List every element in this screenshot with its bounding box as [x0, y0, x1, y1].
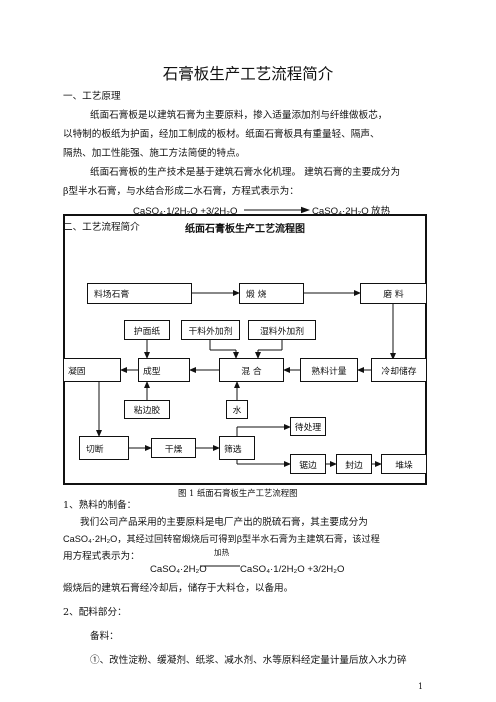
- node-grind: 磨 料: [360, 283, 427, 304]
- paragraph-line: 用方程式表示为：: [63, 551, 140, 562]
- node-cutting: 切断: [79, 436, 129, 460]
- flowchart-title: 纸面石膏板生产工艺流程图: [185, 224, 305, 235]
- node-forming: 成型: [138, 358, 190, 382]
- reaction-arrow: [200, 565, 240, 567]
- page-title: 石膏板生产工艺流程简介: [162, 65, 334, 83]
- equation-right: CaSO₄·1/2H₂O +3/2H₂O: [240, 564, 345, 575]
- node-mixing: 混 合: [219, 358, 284, 382]
- section-heading: 一、工艺原理: [63, 91, 121, 102]
- node-edge-glue: 粘边胶: [124, 400, 170, 419]
- node-pending: 待处理: [290, 417, 326, 436]
- node-water: 水: [226, 400, 248, 419]
- reaction-arrow: [244, 206, 310, 214]
- figure-caption: 图 1 纸面石膏板生产工艺流程图: [178, 488, 298, 498]
- node-facing-paper: 护面纸: [124, 320, 170, 340]
- node-solidify: 凝固: [63, 358, 121, 382]
- paragraph-line: 隔热、加工性能强、施工方法简便的特点。: [63, 148, 246, 159]
- node-screening: 筛选: [219, 436, 255, 460]
- equation-note: 放热: [371, 206, 391, 217]
- equation-condition: 加热: [214, 548, 230, 557]
- item-subheading: 备料：: [90, 631, 119, 642]
- flowchart-frame: [63, 214, 427, 485]
- paragraph-line: 纸面石膏板的生产技术是基于建筑石膏水化机理。 建筑石膏的主要成分为: [90, 167, 401, 178]
- node-calcine: 煅 烧: [239, 283, 304, 304]
- paragraph-line: β型半水石膏，与水结合形成二水石膏，方程式表示为：: [63, 186, 299, 197]
- page-number: 1: [418, 682, 424, 691]
- paragraph-line: CaSO₄·2H₂O，其经过回转窑煅烧后可得到β型半水石膏为主建筑石膏，该过程: [63, 534, 380, 544]
- node-yard-gypsum: 料场石膏: [87, 283, 192, 304]
- node-dry-additive: 干料外加剂: [181, 320, 240, 340]
- paragraph-line: 以特制的板纸为护面，经加工制成的板材。纸面石膏板具有重量轻、隔声、: [63, 129, 380, 140]
- node-clinker-metering: 熟料计量: [300, 358, 358, 382]
- paragraph-line: 我们公司产品采用的主要原料是电厂产出的脱硫石膏，其主要成分为: [80, 517, 368, 528]
- paragraph-line: 纸面石膏板是以建筑石膏为主要原料，掺入适量添加剂与纤维做板芯，: [90, 110, 388, 121]
- equation-left: CaSO₄·1/2H₂O +3/2H₂O: [133, 206, 238, 217]
- paragraph-line: ①、改性淀粉、缓凝剂、纸浆、减水剂、水等原料经定量计量后放入水力碎: [90, 655, 407, 666]
- section-heading: 二、工艺流程简介: [63, 222, 140, 233]
- item-heading: 2、配料部分：: [63, 607, 127, 618]
- equation-left: CaSO₄·2H₂O: [150, 564, 207, 575]
- paragraph-line: 煅烧后的建筑石膏经冷却后，储存于大料仓，以备用。: [63, 583, 294, 594]
- equation-right: CaSO₄·2H₂O: [312, 206, 369, 217]
- node-drying: 干燥: [151, 438, 196, 458]
- node-edge-sealing: 封边: [336, 454, 372, 474]
- node-edge-sawing: 锯边: [290, 454, 326, 474]
- node-stacking: 堆垛: [381, 454, 427, 474]
- node-wet-additive: 湿料外加剂: [248, 320, 316, 340]
- item-heading: 1、熟料的制备：: [63, 500, 137, 511]
- node-cooling-storage: 冷却储存: [371, 358, 427, 382]
